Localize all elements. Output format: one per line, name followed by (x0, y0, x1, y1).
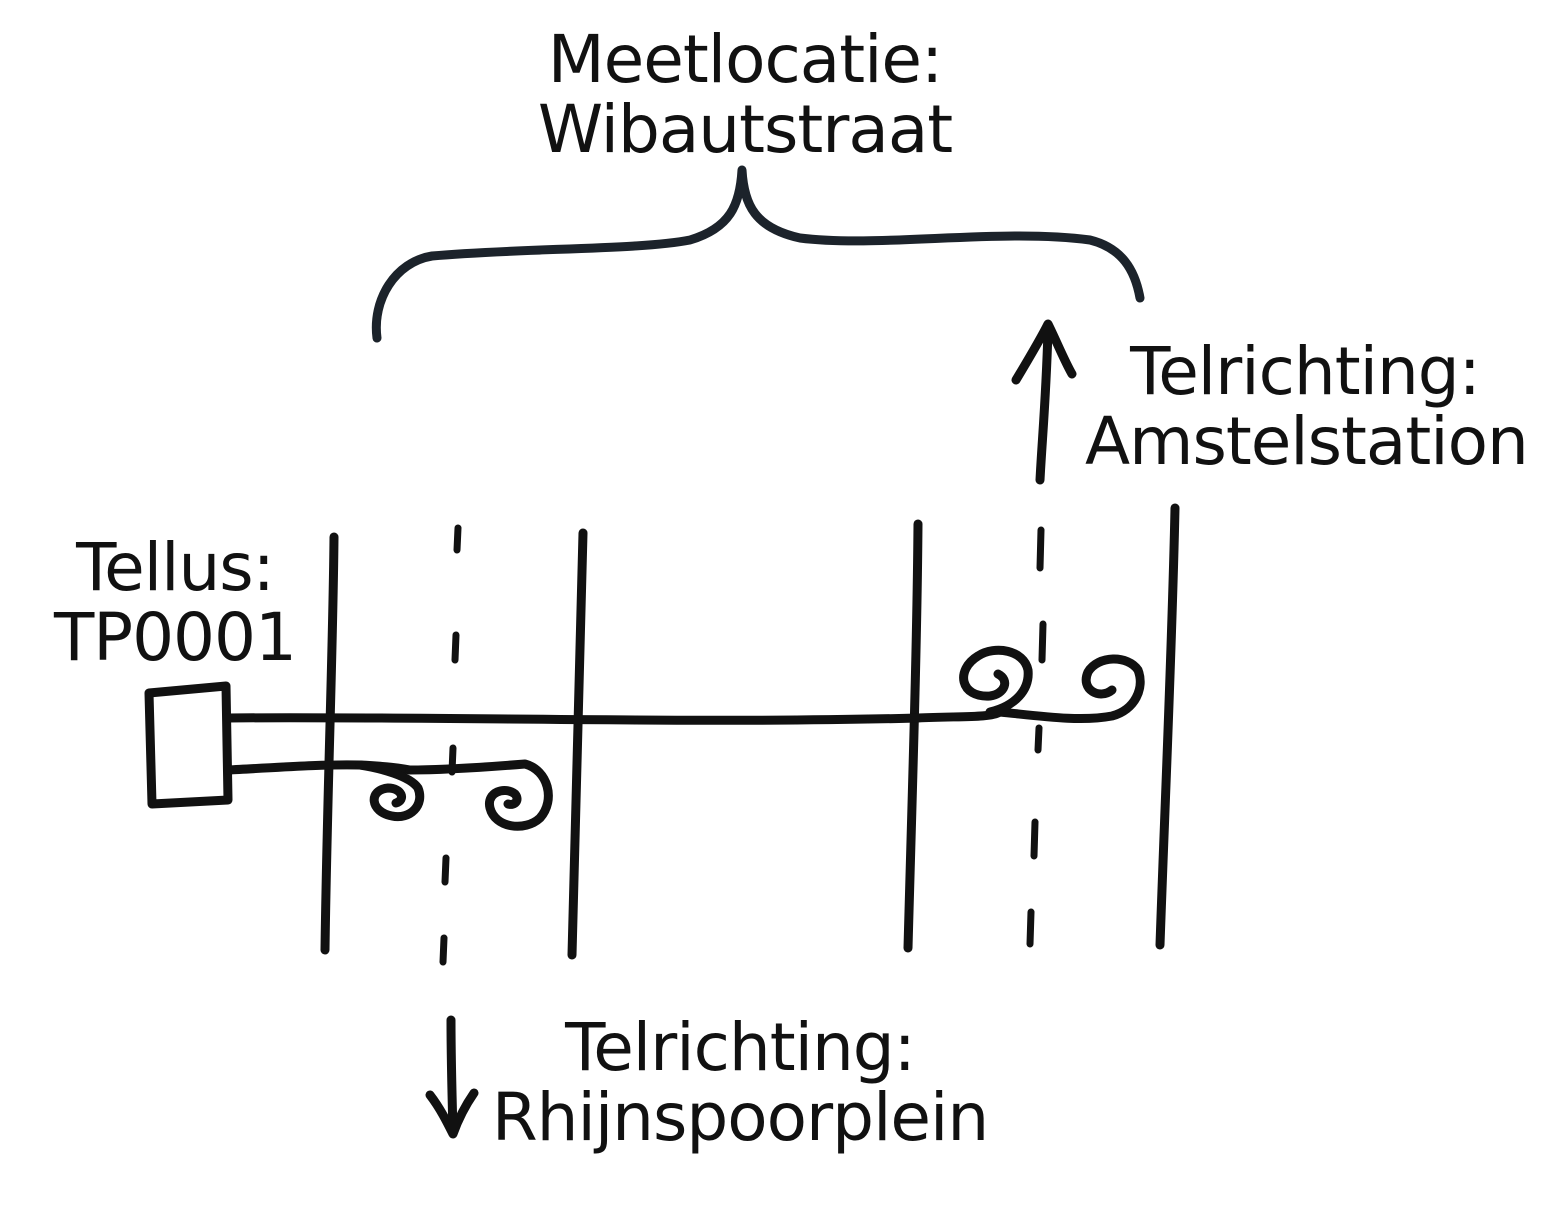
direction-amstelstation-label: Telrichting: Amstelstation (1085, 333, 1529, 480)
counter-label: Tellus: TP0001 (30, 533, 320, 673)
direction-rhijnspoorplein-name: Rhijnspoorplein (491, 1079, 989, 1156)
road-edge-line-1 (320, 532, 339, 955)
direction-rhijnspoorplein-label: Telrichting: Rhijnspoorplein (480, 1013, 1000, 1153)
sensor-tube-lower (223, 760, 415, 775)
direction-amstelstation-name: Amstelstation (1085, 403, 1529, 480)
sensor-tube-upper-loops (959, 645, 1145, 724)
road-edge-line-3 (903, 519, 923, 953)
sensor-tube-lower-loops (355, 759, 553, 831)
arrow-down-icon (425, 1015, 479, 1139)
measurement-section-brace (371, 165, 1145, 343)
lane-divider-left (439, 524, 462, 966)
measurement-location-name: Wibautstraat (537, 91, 953, 168)
road-edge-line-2 (567, 528, 588, 960)
road-edge-line-4 (1155, 503, 1180, 950)
measurement-location-heading: Meetlocatie: (547, 21, 944, 98)
arrow-up-icon (1011, 319, 1077, 485)
counter-box (144, 681, 233, 809)
lane-divider-right (1026, 526, 1047, 948)
sensor-tube-upper (223, 707, 1005, 725)
counter-heading: Tellus: (76, 529, 275, 606)
direction-amstelstation-heading: Telrichting: (1130, 333, 1481, 410)
counter-id: TP0001 (53, 599, 297, 676)
direction-rhijnspoorplein-heading: Telrichting: (565, 1009, 916, 1086)
measurement-location-label: Meetlocatie: Wibautstraat (495, 25, 995, 165)
